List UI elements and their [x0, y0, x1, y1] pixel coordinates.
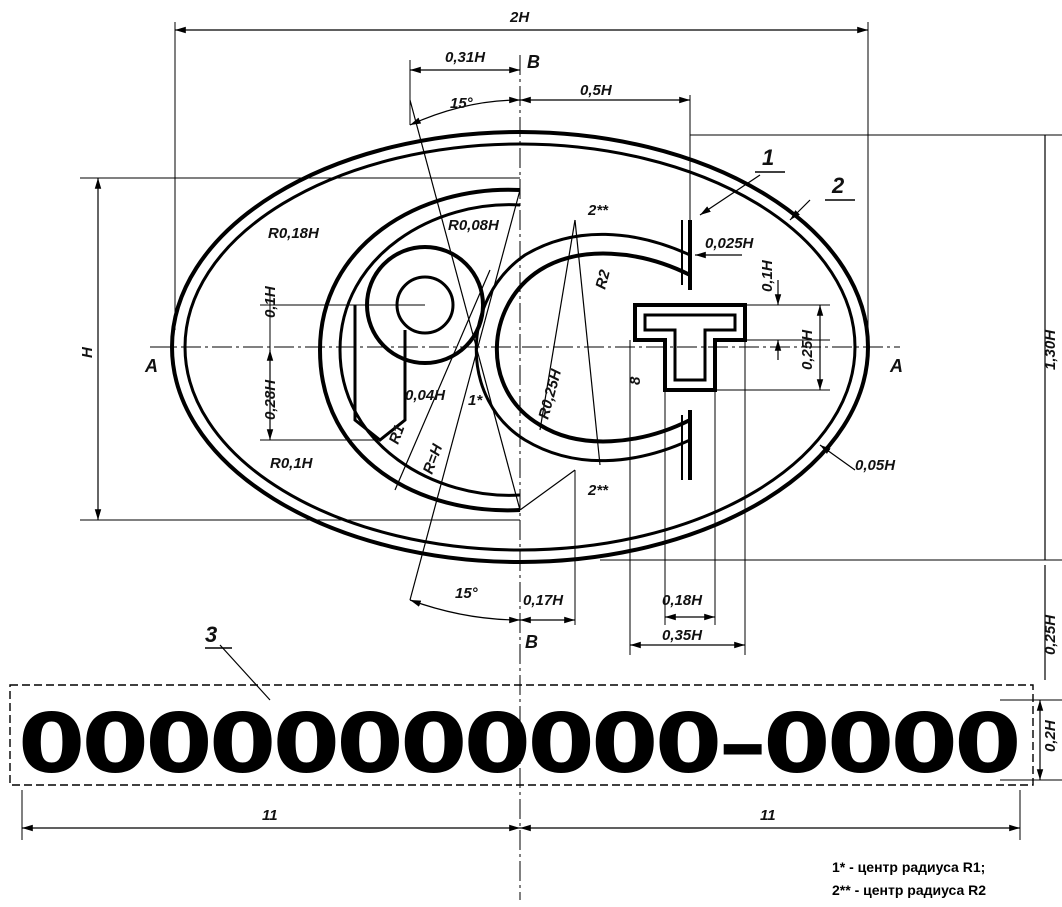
dim-05h: 0,5H — [580, 82, 613, 99]
callout-1: 1 — [762, 145, 774, 170]
dim-017h: 0,17H — [523, 592, 564, 609]
dim-r-eq-h: R=H — [420, 441, 447, 477]
dim-035h: 0,35H — [662, 627, 703, 644]
angle-15-bottom: 15° — [455, 585, 479, 602]
letter-p-shape — [317, 187, 521, 513]
note-line-2: 2** - центр радиуса R2 — [832, 882, 986, 898]
dim-025h-right: 0,25H — [799, 329, 816, 370]
dim-028h: 0,28H — [262, 379, 279, 420]
angle-15-top: 15° — [450, 95, 474, 112]
dim-r018h: R0,18H — [268, 225, 320, 242]
dim-005h: 0,05H — [855, 457, 896, 474]
dim-h: H — [79, 346, 96, 358]
dim-130h: 1,30H — [1042, 329, 1059, 370]
axis-b-top: B — [527, 52, 540, 72]
callout-leaders — [205, 171, 855, 649]
dim-r008h: R0,08H — [448, 217, 500, 234]
dim-r1: R1 — [386, 423, 409, 447]
construction-lines — [394, 96, 601, 624]
letter-c-shape — [474, 220, 692, 480]
dim-r025h: R0,25H — [535, 366, 565, 421]
axis-a-left: A — [144, 356, 158, 376]
callout-3: 3 — [205, 622, 217, 647]
dimension-lines — [21, 22, 1062, 840]
dim-8: 8 — [627, 376, 644, 385]
centre-1: 1* — [468, 392, 483, 409]
centre-2-top: 2** — [587, 202, 609, 219]
dim-01h-right: 0,1H — [759, 259, 776, 292]
dim-0025h: 0,025H — [705, 235, 755, 252]
dim-018h: 0,18H — [662, 592, 703, 609]
dim-half-left: 11 — [262, 807, 278, 824]
centre-2-bottom: 2** — [587, 482, 609, 499]
dim-025h-edge: 0,25H — [1042, 614, 1059, 655]
number-field-frame — [9, 684, 1034, 786]
dim-02h: 0,2H — [1042, 719, 1059, 752]
dim-2h: 2H — [509, 9, 530, 26]
dim-half-right: 11 — [760, 807, 776, 824]
axis-b-bottom: B — [525, 632, 538, 652]
number-field-digits: 00000000000–0000 — [18, 697, 1018, 792]
axis-a-right: A — [889, 356, 903, 376]
dim-01h-left: 0,1H — [262, 285, 279, 318]
callout-2: 2 — [831, 173, 845, 198]
dim-r2: R2 — [592, 267, 614, 291]
dim-r01h: R0,1H — [270, 455, 314, 472]
note-line-1: 1* - центр радиуса R1; — [832, 859, 985, 875]
dim-004h: 0,04H — [405, 387, 446, 404]
dim-031h: 0,31H — [445, 49, 486, 66]
